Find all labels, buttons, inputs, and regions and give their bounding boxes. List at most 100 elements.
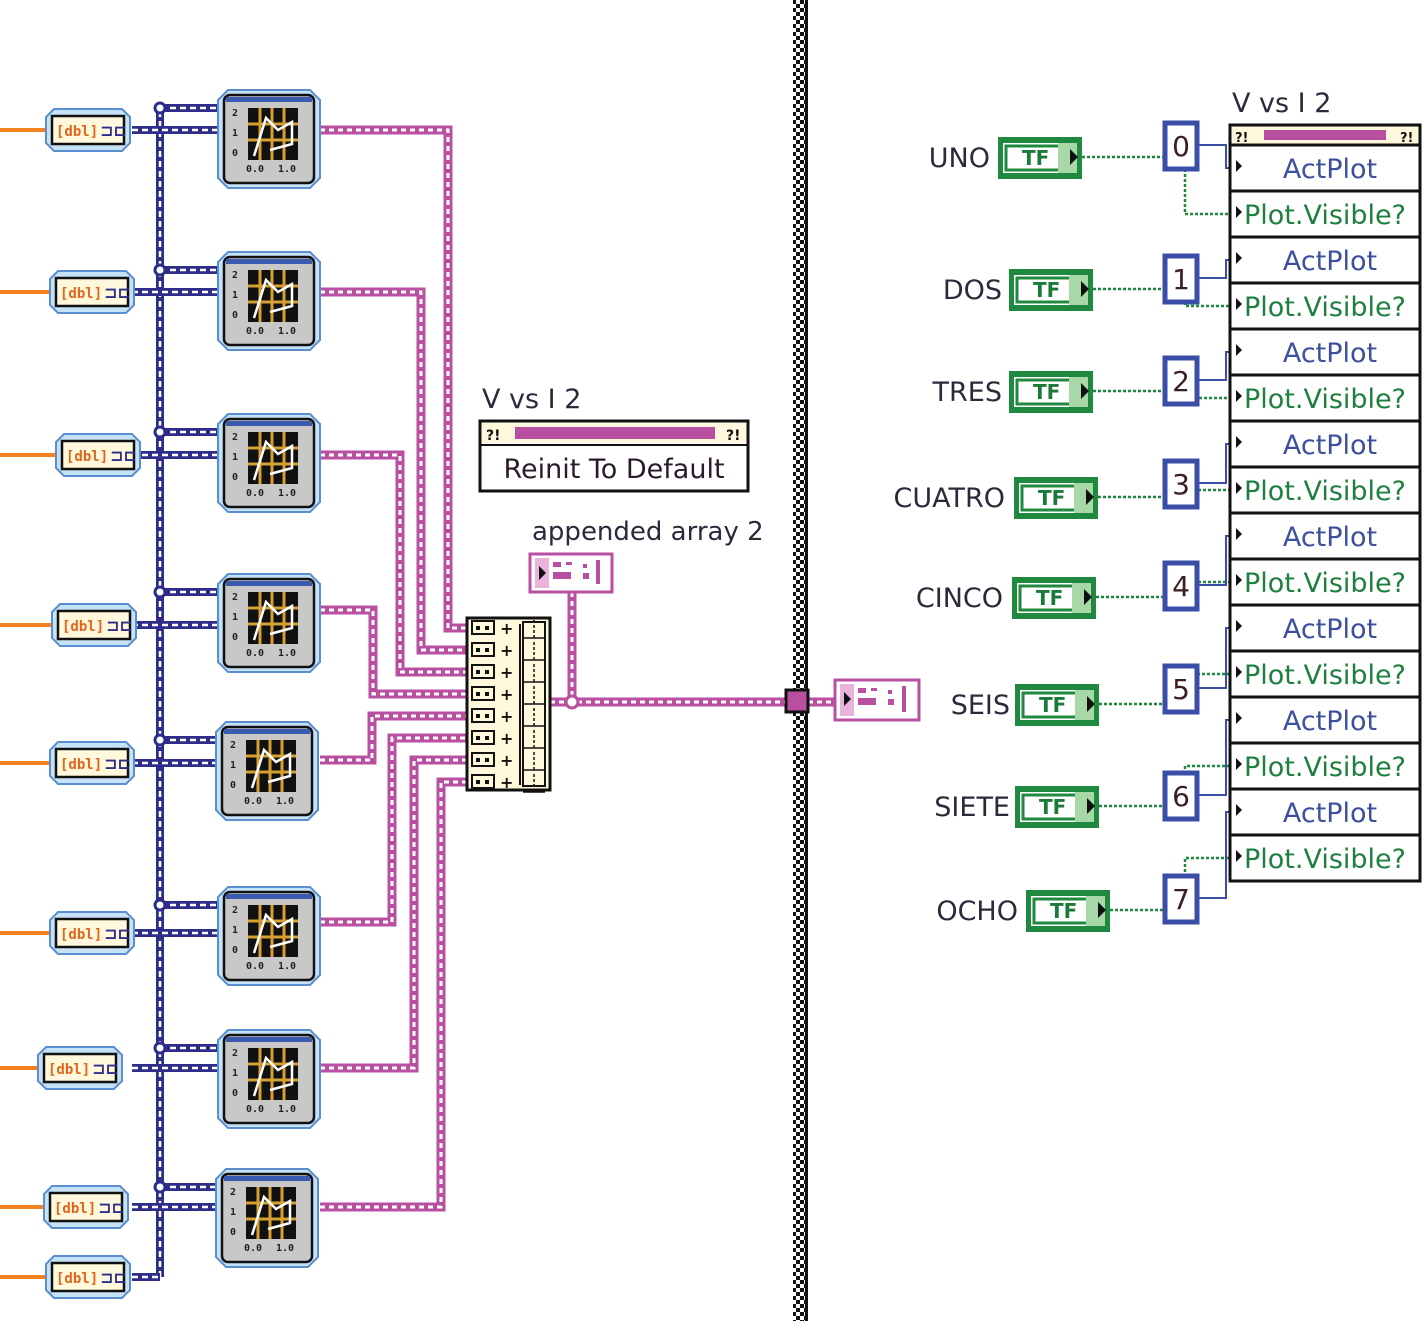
index-constant[interactable]: 6 [1162,770,1200,822]
graph-to-build-array-wire[interactable] [320,711,470,765]
svg-text:1: 1 [232,128,238,139]
boolean-wire[interactable] [1183,169,1230,216]
property-row[interactable]: ActPlot [1228,327,1422,377]
property-row[interactable]: Plot.Visible? [1228,649,1422,699]
property-row[interactable]: ActPlot [1228,235,1422,285]
int-wire[interactable] [1197,719,1230,796]
index-constant[interactable]: 1 [1162,253,1200,305]
build-array-input[interactable]: + [471,707,513,726]
property-arrow-icon [1236,344,1242,356]
graph-to-build-array-wire[interactable] [320,755,470,1073]
graph-to-build-array-wire[interactable] [320,777,470,1212]
error-in-icon: ?! [486,428,501,444]
wire-junction [153,263,167,277]
index-constant[interactable]: 5 [1162,663,1200,715]
array-to-cluster-node[interactable]: [dbl]⊐⊏ [49,270,135,314]
svg-text:1: 1 [232,612,238,623]
array-to-cluster-node[interactable]: [dbl]⊐⊏ [51,603,137,647]
array-to-cluster-node[interactable]: [dbl]⊐⊏ [37,1046,123,1090]
property-arrow-icon [1236,160,1242,172]
sequence-frame-divider[interactable] [793,0,808,1321]
index-constant[interactable]: 0 [1162,120,1200,172]
int-wire[interactable] [1197,144,1230,169]
sequence-tunnel[interactable] [784,688,810,714]
index-value: 6 [1172,780,1190,813]
build-array-input[interactable]: + [471,619,513,638]
index-constant[interactable]: 7 [1162,873,1200,925]
build-array-input[interactable]: + [471,751,513,770]
index-constant[interactable]: 3 [1162,458,1200,510]
build-array-input[interactable]: + [471,773,513,792]
property-row[interactable]: ActPlot [1228,695,1422,745]
property-row[interactable]: Plot.Visible? [1228,465,1422,515]
graph-to-build-array-wire[interactable] [320,450,470,677]
build-array-input[interactable]: + [471,729,513,748]
int-wire[interactable] [1197,351,1230,381]
property-row[interactable]: Plot.Visible? [1228,741,1422,791]
property-row[interactable]: Plot.Visible? [1228,189,1422,239]
int-wire[interactable] [1197,811,1230,899]
array-to-cluster-node[interactable]: [dbl]⊐⊏ [49,911,135,955]
property-node[interactable]: V vs I 2 ?!?!ActPlotPlot.Visible?ActPlot… [1228,88,1422,883]
property-row[interactable]: ActPlot [1228,603,1422,653]
svg-text:⊐⊏: ⊐⊏ [110,446,137,465]
cluster-array-indicator-icon [553,560,600,584]
graph-to-build-array-wire[interactable] [320,125,470,633]
array-to-cluster-node[interactable]: [dbl]⊐⊏ [49,741,135,785]
property-arrow-icon [1236,298,1242,310]
property-row[interactable]: Plot.Visible? [1228,557,1422,607]
array-to-cluster-node[interactable]: [dbl]⊐⊏ [55,433,141,477]
int-wire[interactable] [1197,443,1230,484]
svg-text:1.0: 1.0 [278,648,296,659]
array-to-cluster-node[interactable]: [dbl]⊐⊏ [43,1185,129,1229]
invoke-node[interactable]: V vs I 2 ?! ?! Reinit To Default [478,384,750,493]
svg-text:0: 0 [232,472,238,483]
index-constant[interactable]: 2 [1162,355,1200,407]
int-wire[interactable] [1197,535,1230,586]
left-wires [0,101,836,1281]
property-row[interactable]: ActPlot [1228,787,1422,837]
build-array-input[interactable]: + [471,641,513,660]
local-cluster-array[interactable] [833,678,921,722]
build-array-input[interactable]: + [471,663,513,682]
property-row[interactable]: ActPlot [1228,143,1422,193]
array-to-cluster-node[interactable]: [dbl]⊐⊏ [45,108,131,152]
property-row[interactable]: Plot.Visible? [1228,833,1422,883]
property-row[interactable]: ActPlot [1228,511,1422,561]
property-row[interactable]: ActPlot [1228,419,1422,469]
index-value: 2 [1172,365,1190,398]
graph-to-build-array-wire[interactable] [320,733,470,927]
int-wire[interactable] [1197,259,1230,279]
property-row[interactable]: Plot.Visible? [1228,281,1422,331]
graph-to-build-array-wire[interactable] [320,605,470,699]
property-row[interactable]: Plot.Visible? [1228,373,1422,423]
boolean-tf-icon: TF [1033,278,1060,302]
int-wire[interactable] [1197,627,1230,689]
svg-text:0.0: 0.0 [246,164,264,175]
svg-text:+: + [500,773,513,792]
build-array-node[interactable]: + + + + + + + + [465,616,552,793]
build-array-input[interactable]: + [471,685,513,704]
index-value: 5 [1172,673,1190,706]
array-to-cluster-node[interactable]: [dbl]⊐⊏ [45,1255,131,1299]
index-constant[interactable]: 4 [1162,560,1200,612]
appended-array-indicator[interactable]: appended array 2 [528,517,764,594]
graph-to-build-array-wire[interactable] [320,287,470,655]
